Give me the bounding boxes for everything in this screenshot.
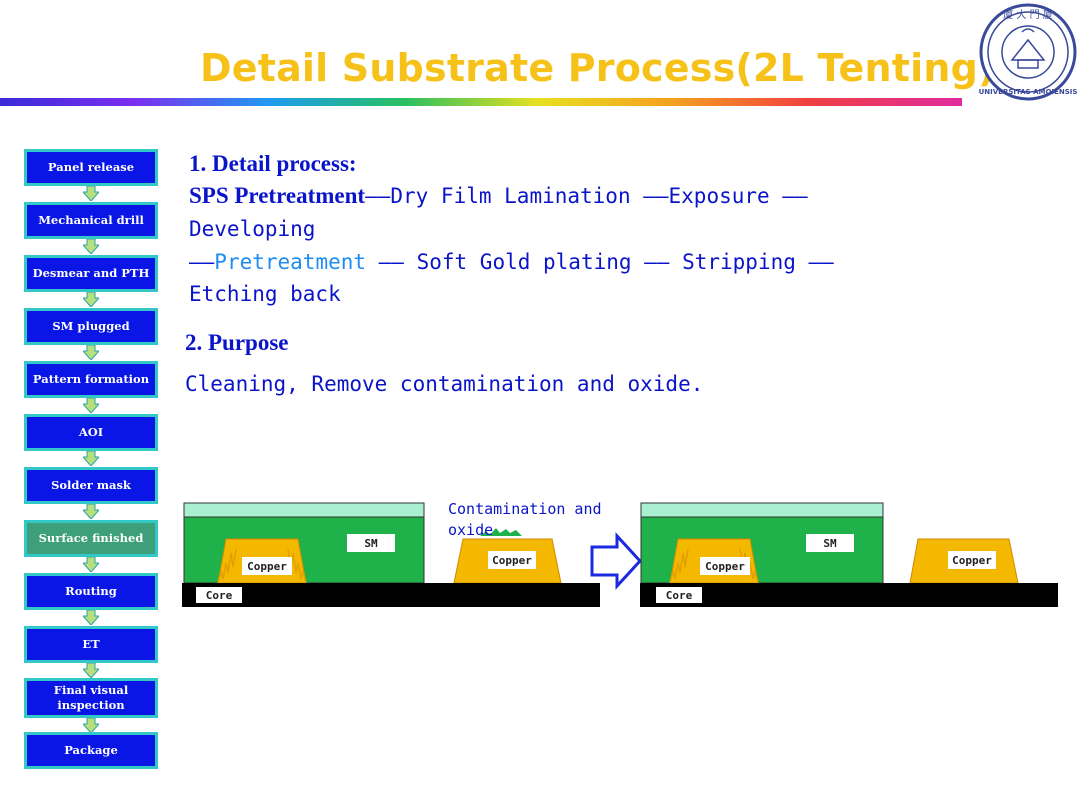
copper-label-box-clean: [948, 551, 996, 569]
flow-step-panel-release: Panel release: [24, 149, 158, 186]
flow-down-arrow-icon: [83, 345, 99, 360]
process-line-1: SPS Pretreatment——Dry Film Lamination ——…: [189, 183, 808, 209]
core-label: Core: [206, 589, 233, 602]
university-seal-logo: 廈 大 門 廈 UNIVERSITAS AMOIENSIS: [979, 3, 1078, 101]
flow-step-final-visual-inspection: Final visual inspection: [24, 678, 158, 718]
section1-heading: 1. Detail process:: [189, 151, 357, 176]
flow-step-package: Package: [24, 732, 158, 769]
flow-down-arrow-icon: [83, 610, 99, 625]
flow-down-arrow-icon: [83, 663, 99, 678]
core-layer-after: [640, 583, 1058, 607]
copper-label: Copper: [247, 560, 287, 573]
contamination-oxide: [480, 528, 522, 536]
flow-down-arrow-icon: [83, 186, 99, 201]
flow-down-arrow-icon: [83, 239, 99, 254]
flow-step-pattern-formation: Pattern formation: [24, 361, 158, 398]
core-layer: [182, 583, 600, 607]
copper-label-box-after: [700, 557, 750, 575]
flow-down-arrow-icon: [83, 718, 99, 733]
copper-label-2: Copper: [492, 554, 532, 567]
core-label-box: [196, 587, 242, 603]
section2-heading: 2. Purpose: [185, 330, 289, 355]
flow-down-arrow-icon: [83, 398, 99, 413]
flow-down-arrow-icon: [83, 557, 99, 572]
process-step-sps-pretreatment: SPS Pretreatment: [189, 183, 366, 208]
flow-step-routing: Routing: [24, 573, 158, 610]
purpose-text: Cleaning, Remove contamination and oxide…: [185, 372, 704, 396]
core-label-box-after: [656, 587, 702, 603]
flow-down-arrow-icon: [83, 451, 99, 466]
flow-step-et: ET: [24, 626, 158, 663]
right-arrow-icon: [590, 532, 643, 590]
flow-down-arrow-icon: [83, 504, 99, 519]
svg-text:UNIVERSITAS AMOIENSIS: UNIVERSITAS AMOIENSIS: [979, 88, 1078, 96]
copper-label-box-2: [488, 551, 536, 569]
flow-step-surface-finished: Surface finished: [24, 520, 158, 557]
core-label-after: Core: [666, 589, 693, 602]
before-cross-section: SM Copper Copper Core: [182, 502, 600, 607]
cross-section-diagram: SM Copper Copper Core SM Copper Copper C…: [182, 502, 1058, 607]
copper-label-clean: Copper: [952, 554, 992, 567]
flow-step-solder-mask: Solder mask: [24, 467, 158, 504]
process-step-pretreatment-current: Pretreatment: [214, 250, 367, 274]
sm-label-after: SM: [823, 537, 837, 550]
flow-step-aoi: AOI: [24, 414, 158, 451]
flow-step-sm-plugged: SM plugged: [24, 308, 158, 345]
sm-label-box-after: [806, 534, 854, 552]
process-line-4: Etching back: [189, 282, 341, 306]
process-line-2: Developing: [189, 217, 316, 241]
contamination-label: Contamination and oxide: [448, 500, 602, 539]
title-underline: [0, 98, 962, 106]
flow-step-desmear-and-pth: Desmear and PTH: [24, 255, 158, 292]
svg-text:廈 大 門 廈: 廈 大 門 廈: [1003, 8, 1053, 21]
after-cross-section: SM Copper Copper Core: [640, 502, 1058, 607]
process-line-3-dash: ——: [189, 250, 215, 274]
process-line-1-rest: ——Dry Film Lamination ——Exposure ——: [365, 184, 808, 208]
process-line-3-rest: —— Soft Gold plating —— Stripping ——: [366, 250, 834, 274]
page-title: Detail Substrate Process(2L Tenting): [200, 46, 996, 90]
sm-top-layer: [183, 502, 425, 518]
sm-label: SM: [364, 537, 378, 550]
sm-label-box: [347, 534, 395, 552]
flow-step-mechanical-drill: Mechanical drill: [24, 202, 158, 239]
process-line-3: ——Pretreatment —— Soft Gold plating —— S…: [189, 250, 834, 274]
copper-label-box: [242, 557, 292, 575]
copper-label-after: Copper: [705, 560, 745, 573]
sm-top-layer-after: [640, 502, 884, 518]
flow-down-arrow-icon: [83, 292, 99, 307]
